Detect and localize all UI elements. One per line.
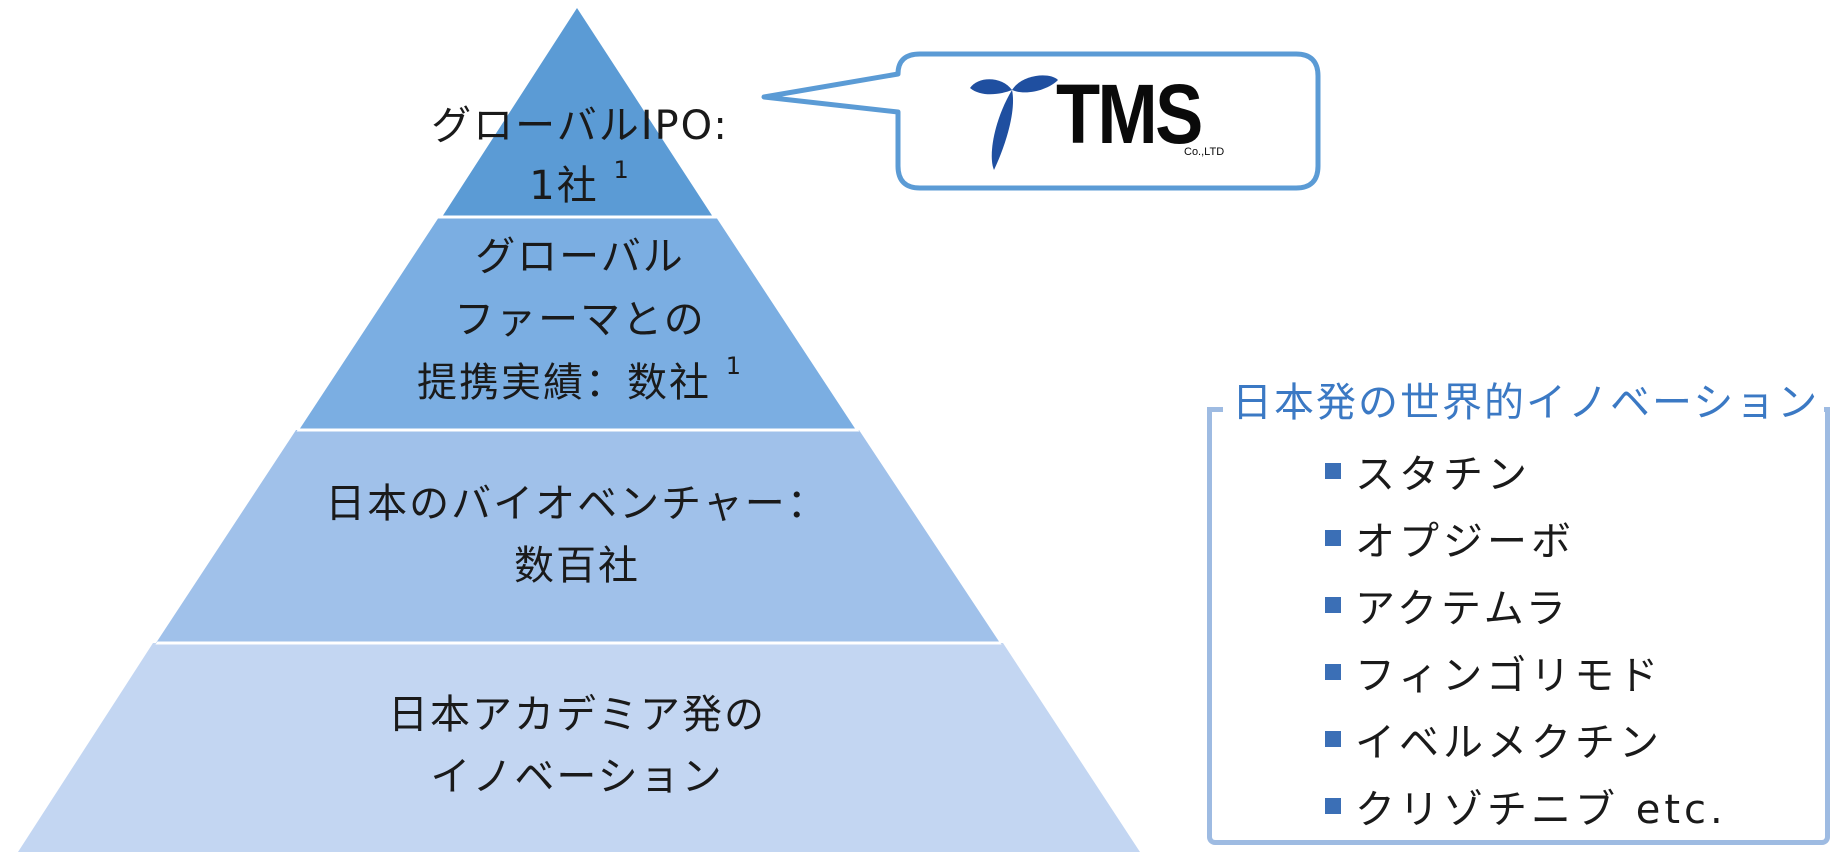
tier-4-line-1: 日本アカデミア発の [388, 692, 766, 738]
innovation-box [1207, 407, 1830, 845]
tms-logo-icon [970, 75, 1058, 170]
list-item-label: アクテムラ [1355, 585, 1570, 632]
list-item: スタチン [1325, 437, 1727, 504]
tier-1-label: グローバルIPO: 1社 1 [395, 96, 765, 216]
tms-logo-text: TMS [1056, 67, 1203, 161]
tier-4-line-2: イノベーション [430, 754, 724, 800]
list-item: アクテムラ [1325, 571, 1727, 638]
innovation-box-edge-right [1818, 407, 1830, 412]
list-item: フィンゴリモド [1325, 638, 1727, 705]
innovation-box-edge-left [1207, 407, 1223, 412]
tier-1-line-1: グローバルIPO: [431, 103, 729, 149]
tier-2-line-1: グローバル [475, 234, 685, 280]
list-item-label: フィンゴリモド [1355, 652, 1663, 699]
list-item: イベルメクチン [1325, 705, 1727, 772]
square-bullet-icon [1325, 797, 1341, 814]
list-item-label: イベルメクチン [1355, 719, 1663, 766]
tier-3-line-1: 日本のバイオベンチャー： [325, 481, 829, 527]
innovation-box-title: 日本発の世界的イノベーション [1228, 370, 1824, 428]
list-item: オプジーボ [1325, 504, 1727, 571]
list-item-label: スタチン [1355, 451, 1531, 498]
square-bullet-icon [1325, 663, 1341, 680]
tms-logo-subtext: Co.,LTD [1184, 146, 1225, 158]
tier-2-footnote: 1 [725, 352, 743, 381]
tier-1-line-2: 1社 [529, 163, 599, 209]
list-item-label: クリゾチニブ etc. [1355, 786, 1727, 833]
tier-2-line-2: ファーマとの [454, 297, 706, 344]
pyramid-tier-2 [299, 217, 856, 430]
tier-1-footnote: 1 [613, 156, 631, 184]
tier-3-label: 日本のバイオベンチャー： 数百社 [270, 473, 884, 597]
list-item: クリゾチニブ etc. [1325, 772, 1727, 839]
tier-2-line-3: 提携実績：数社 [417, 360, 711, 407]
pyramid-tier-1 [442, 8, 713, 217]
tier-4-label: 日本アカデミア発の イノベーション [300, 684, 854, 808]
pyramid-tier-4 [18, 643, 1140, 852]
square-bullet-icon [1325, 730, 1341, 747]
tier-2-label: グローバル ファーマとの 提携実績：数社 1 [380, 226, 780, 416]
square-bullet-icon [1325, 529, 1341, 546]
pyramid-tier-3 [156, 430, 1000, 643]
list-item-label: オプジーボ [1355, 518, 1575, 565]
tier-3-line-2: 数百社 [514, 543, 640, 589]
square-bullet-icon [1325, 596, 1341, 613]
square-bullet-icon [1325, 462, 1341, 479]
innovation-list: スタチン オプジーボ アクテムラ フィンゴリモド イベルメクチン クリゾチニブ … [1325, 437, 1727, 839]
